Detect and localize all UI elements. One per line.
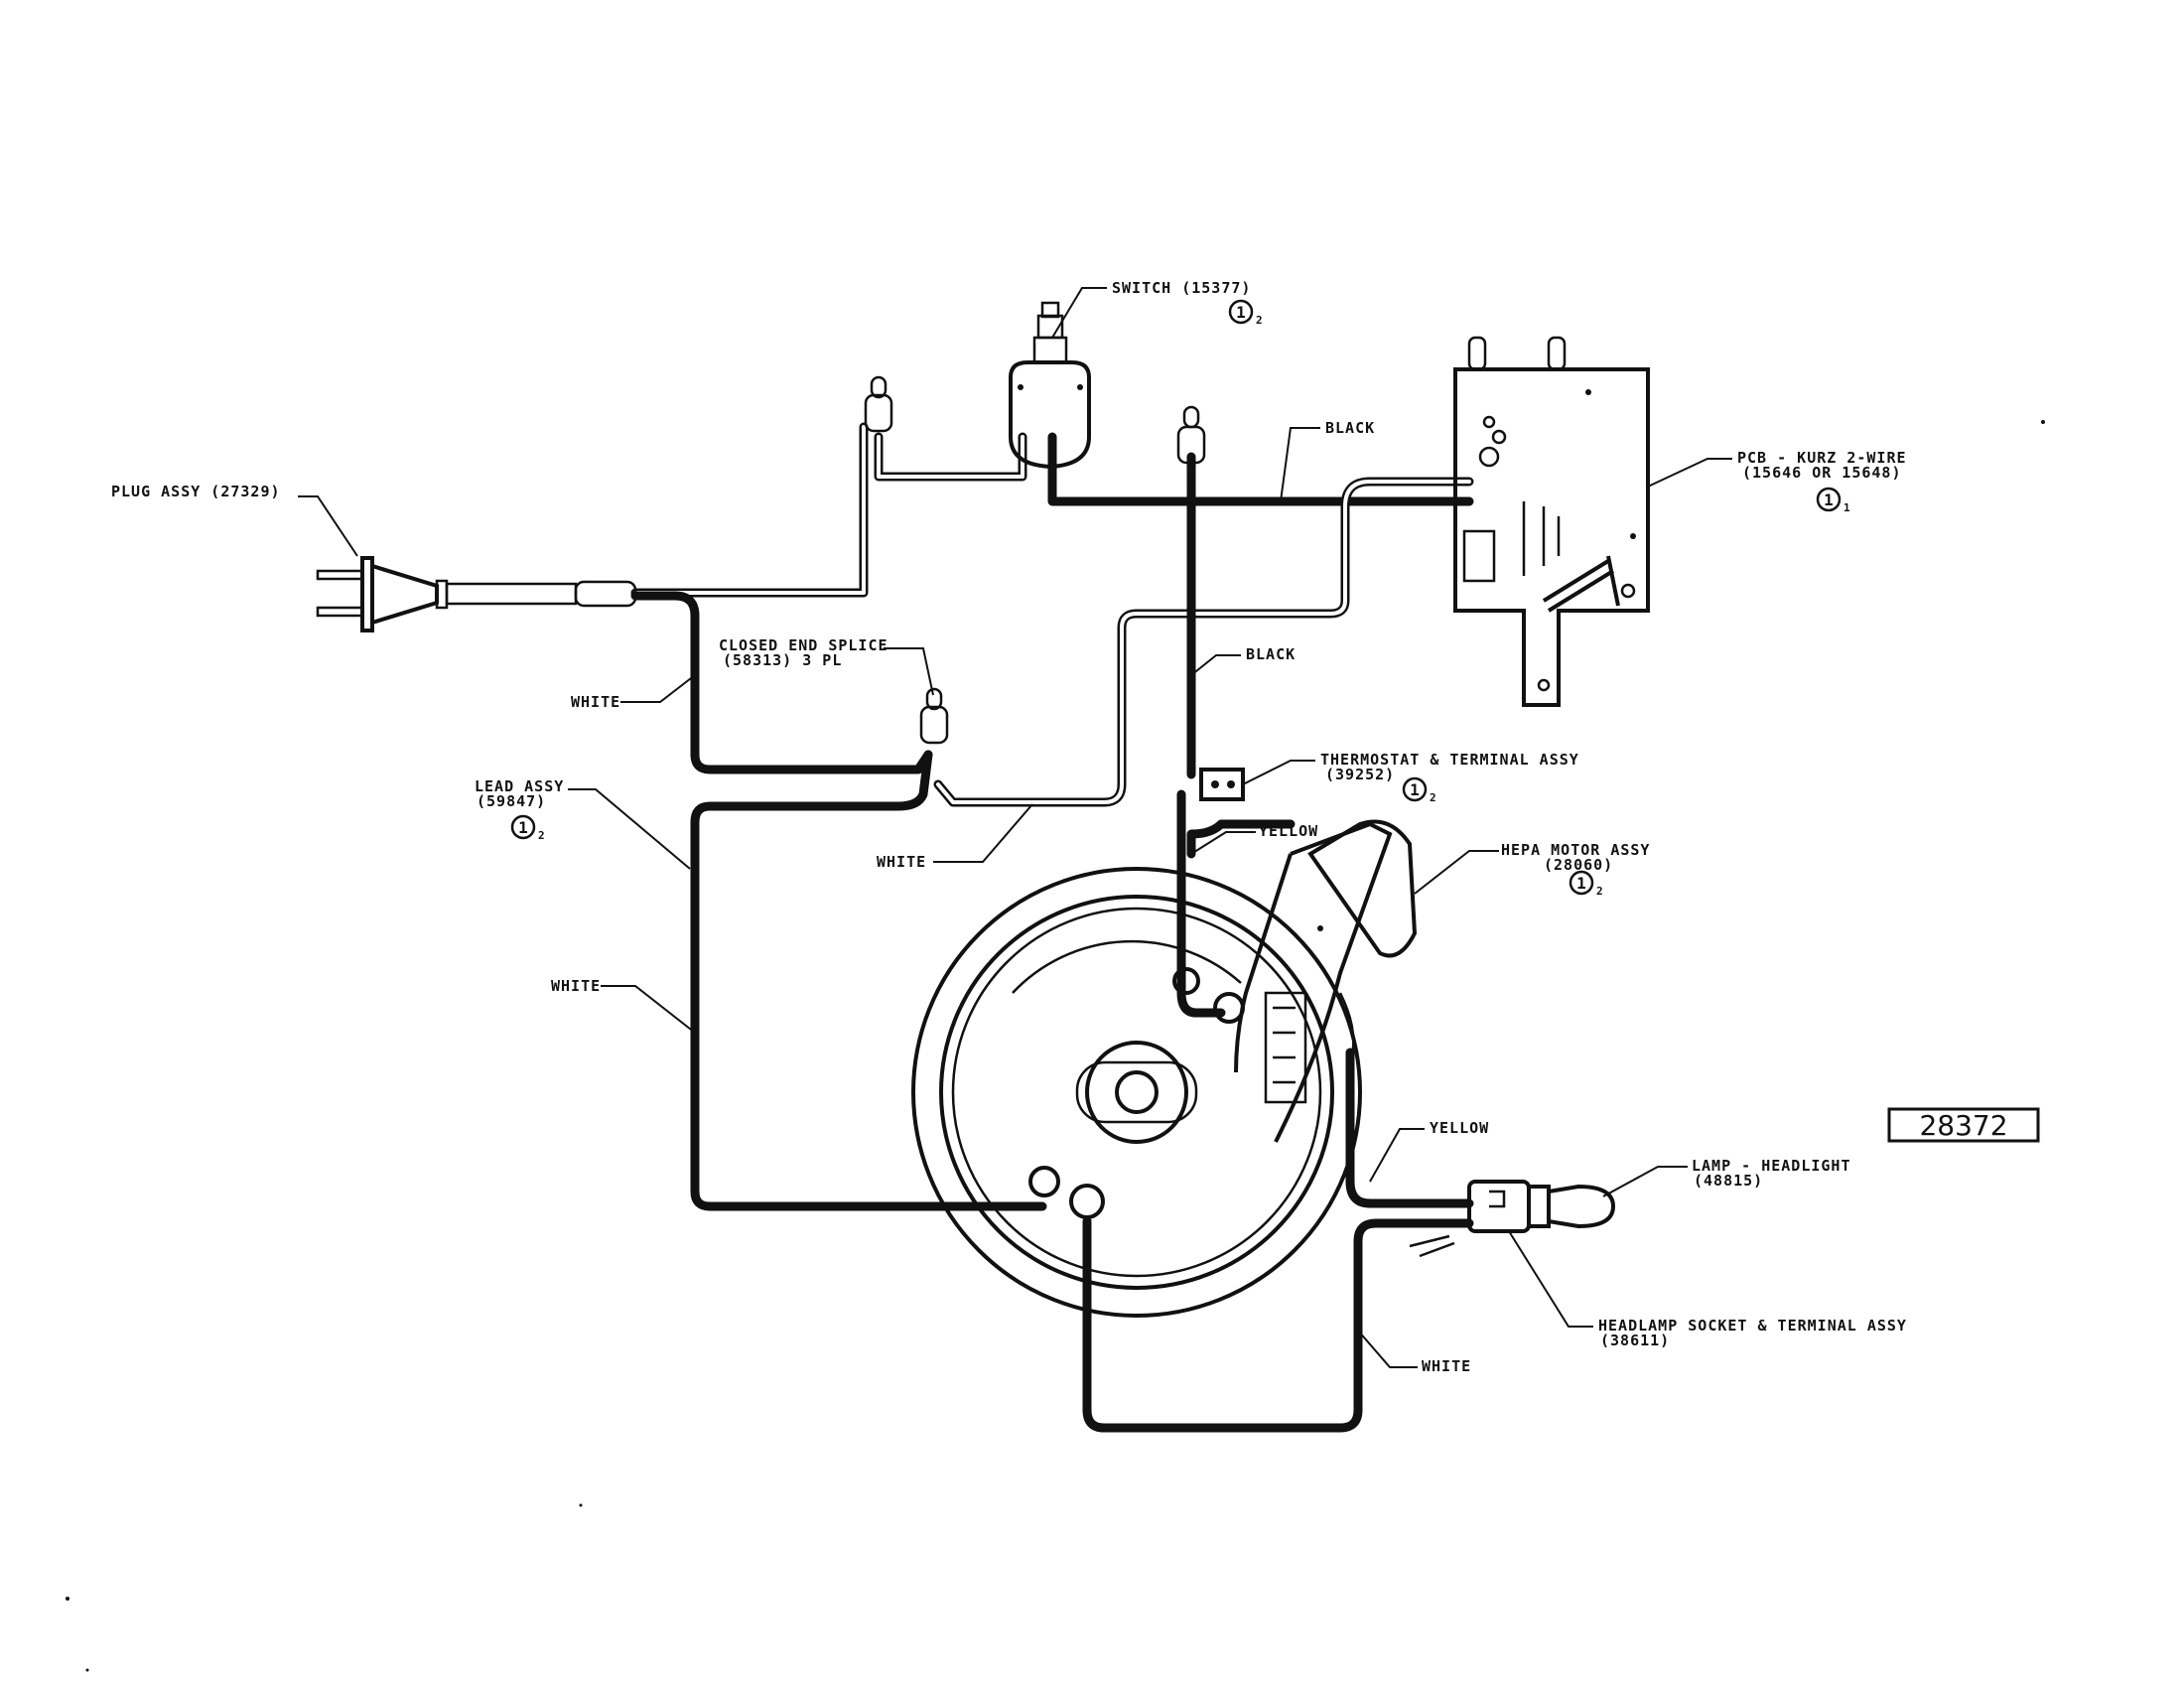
switch-right-wire	[1047, 432, 1181, 506]
white-label-1: WHITE	[571, 693, 620, 711]
svg-text:2: 2	[538, 829, 545, 842]
white-label-3: WHITE	[551, 977, 601, 995]
hepa-label-line2: (28060)	[1544, 856, 1613, 874]
plug-assembly	[316, 556, 637, 632]
lead-assy-white-wire	[690, 750, 1047, 1211]
svg-text:1: 1	[1410, 780, 1420, 799]
white-label-2: WHITE	[877, 853, 926, 871]
svg-text:1: 1	[1576, 874, 1586, 893]
callout-hepa: 1 2	[1569, 870, 1603, 898]
socket-label-line2: (38611)	[1600, 1332, 1670, 1349]
svg-text:1: 1	[1824, 491, 1834, 509]
splice-right	[1176, 405, 1206, 465]
cord-white-wire	[630, 591, 933, 774]
svg-text:2: 2	[1430, 791, 1436, 804]
yellow-label-1: YELLOW	[1259, 822, 1318, 840]
callout-switch: 1 2	[1228, 299, 1263, 327]
motor-housing	[911, 819, 1418, 1318]
thermostat	[1199, 768, 1245, 801]
leader-lines	[298, 287, 1732, 1368]
svg-text:1: 1	[518, 818, 528, 837]
thermostat-label-line2: (39252)	[1325, 766, 1395, 783]
svg-text:1: 1	[1236, 303, 1246, 322]
cord-black-wire	[630, 422, 869, 598]
switch-label: SWITCH (15377)	[1112, 279, 1251, 297]
socket-label-line1: HEADLAMP SOCKET & TERMINAL ASSY	[1598, 1317, 1907, 1334]
thermostat-label-line1: THERMOSTAT & TERMINAL ASSY	[1320, 751, 1579, 769]
bottom-white-wire	[1082, 1216, 1474, 1433]
callout-thermostat: 1 2	[1402, 776, 1436, 804]
callout-lead: 1 2	[510, 814, 545, 842]
pcb-label-line1: PCB - KURZ 2-WIRE	[1737, 449, 1907, 467]
splice-left	[864, 375, 893, 433]
closed-end-label-line1: CLOSED END SPLICE	[719, 636, 888, 654]
svg-text:1: 1	[1843, 501, 1850, 514]
pcb-board	[1453, 336, 1650, 707]
lead-label-line2: (59847)	[477, 792, 546, 810]
closed-end-label-line2: (58313) 3 PL	[723, 651, 842, 669]
lead-label-line1: LEAD ASSY	[475, 777, 564, 795]
callout-pcb: 1 1	[1816, 487, 1850, 514]
lamp-label-line2: (48815)	[1694, 1172, 1763, 1190]
yellow-motor-wire	[1186, 819, 1296, 859]
labels: SWITCH (15377) PLUG ASSY (27329) PCB - K…	[111, 279, 1907, 1375]
hepa-label-line1: HEPA MOTOR ASSY	[1501, 841, 1650, 859]
pcb-label-line2: (15646 OR 15648)	[1742, 464, 1902, 482]
drawing-number: 28372	[1919, 1109, 2007, 1142]
svg-text:2: 2	[1256, 314, 1263, 327]
plug-label: PLUG ASSY (27329)	[111, 483, 281, 500]
scan-specks	[66, 420, 2045, 1672]
lamp-bulb	[1527, 1184, 1616, 1229]
yellow-lamp-wire	[1345, 1048, 1474, 1208]
black-label-mid: BLACK	[1246, 645, 1296, 663]
switch-left-wire	[874, 432, 1027, 482]
wires	[630, 422, 1474, 1433]
svg-text:2: 2	[1596, 885, 1603, 898]
black-label-top: BLACK	[1325, 419, 1375, 437]
closed-end-splice	[919, 687, 949, 745]
drawing-number-box: 28372	[1887, 1107, 2040, 1143]
switch	[1009, 301, 1091, 470]
white-label-4: WHITE	[1422, 1357, 1471, 1375]
lamp-label-line1: LAMP - HEADLIGHT	[1692, 1157, 1851, 1175]
yellow-label-2: YELLOW	[1430, 1119, 1489, 1137]
